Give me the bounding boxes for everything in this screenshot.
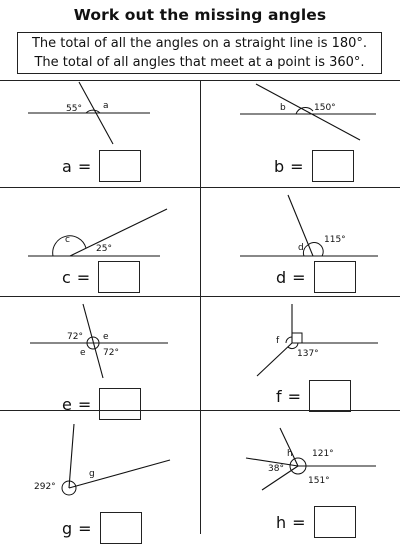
grid-divider-row3 — [0, 296, 400, 297]
diagram-a: 55° a — [28, 81, 150, 145]
answer-row-c: c = — [62, 261, 141, 293]
answer-box-f[interactable] — [309, 380, 352, 412]
grid-divider-top — [0, 80, 400, 81]
answer-box-b[interactable] — [311, 150, 354, 182]
angle-label-72-top: 72° — [67, 332, 83, 342]
equals-sign: = — [287, 386, 302, 406]
angle-label-121: 121° — [312, 449, 334, 459]
question-c: c 25° c = — [0, 187, 200, 296]
angle-label-38: 38° — [268, 464, 284, 474]
question-e: 72° e e 72° e = — [0, 296, 200, 420]
rules-box: The total of all the angles on a straigh… — [17, 32, 382, 74]
diagram-f: f 137° — [256, 304, 378, 377]
angle-label-55: 55° — [66, 104, 82, 114]
diagram-h: h 121° 38° 151° — [245, 427, 376, 491]
grid-divider-row2 — [0, 187, 400, 188]
question-g: 292° g g = — [0, 410, 200, 544]
equals-sign: = — [290, 156, 304, 176]
angle-label-e-top: e — [103, 332, 109, 342]
angle-label-g: g — [89, 469, 95, 479]
page-title: Work out the missing angles — [73, 6, 327, 24]
equals-sign: = — [77, 394, 92, 414]
equals-sign: = — [76, 267, 91, 287]
angle-label-151: 151° — [308, 476, 330, 486]
equals-sign: = — [78, 518, 92, 538]
angle-label-292: 292° — [34, 482, 56, 492]
answer-var-d: d — [276, 267, 287, 287]
angle-label-137: 137° — [297, 349, 319, 359]
diagram-d: d 115° — [240, 194, 378, 257]
answer-var-g: g — [62, 518, 73, 538]
answer-var-c: c — [62, 267, 71, 287]
diagram-c: c 25° — [28, 208, 168, 257]
angle-label-d: d — [298, 243, 304, 253]
question-h: h 121° 38° 151° h = — [200, 410, 400, 538]
question-a: 55° a a = — [0, 80, 200, 187]
question-f: f 137° f = — [200, 296, 400, 412]
answer-row-g: g = — [62, 512, 142, 544]
question-d: d 115° d = — [200, 187, 400, 296]
grid-divider-vertical — [200, 80, 201, 534]
answer-row-e: e = — [62, 388, 142, 420]
answer-row-b: b = — [274, 150, 354, 182]
answer-box-a[interactable] — [99, 150, 142, 182]
equals-sign: = — [77, 156, 92, 176]
angle-label-25: 25° — [96, 244, 112, 254]
answer-box-e[interactable] — [99, 388, 142, 420]
equals-sign: = — [292, 267, 306, 287]
angle-label-150: 150° — [314, 103, 336, 113]
angle-label-f: f — [276, 336, 280, 346]
answer-row-f: f = — [276, 380, 352, 412]
equals-sign: = — [292, 512, 306, 532]
answer-var-b: b — [274, 156, 285, 176]
angle-label-c: c — [65, 235, 70, 245]
angle-label-a: a — [103, 101, 109, 111]
answer-var-f: f — [276, 386, 282, 406]
grid-divider-row4 — [0, 410, 400, 411]
answer-var-h: h — [276, 512, 287, 532]
answer-box-h[interactable] — [313, 506, 356, 538]
rule-at-point: The total of all angles that meet at a p… — [34, 55, 365, 70]
answer-var-a: a — [62, 156, 72, 176]
angle-label-115: 115° — [324, 235, 346, 245]
diagram-e: 72° e e 72° — [30, 303, 168, 379]
angle-label-h: h — [287, 449, 293, 459]
angle-label-72-bottom: 72° — [103, 348, 119, 358]
answer-row-a: a = — [62, 150, 142, 182]
answer-box-d[interactable] — [313, 261, 356, 293]
angle-label-e-bottom: e — [80, 348, 86, 358]
diagram-g: 292° g — [34, 423, 171, 496]
rule-straight-line: The total of all the angles on a straigh… — [31, 36, 368, 51]
question-b: b 150° b = — [200, 80, 400, 187]
answer-box-c[interactable] — [98, 261, 141, 293]
answer-row-d: d = — [276, 261, 356, 293]
answer-box-g[interactable] — [99, 512, 142, 544]
answer-row-h: h = — [276, 506, 356, 538]
diagram-b: b 150° — [240, 83, 376, 141]
answer-var-e: e — [62, 394, 72, 414]
angle-label-b: b — [280, 103, 286, 113]
